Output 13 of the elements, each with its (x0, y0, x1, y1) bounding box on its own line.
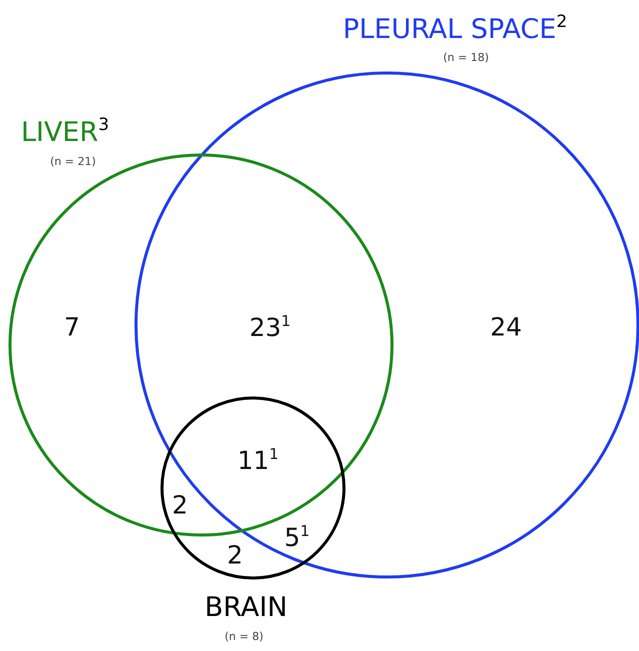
set-count: (n = 8) (224, 631, 264, 642)
region-count: 24 (490, 314, 522, 340)
set-count: (n = 18) (443, 52, 489, 63)
region-count: 2 (172, 492, 188, 518)
region-count: 2 (227, 542, 243, 568)
region-count: 23$^{1}$ (249, 314, 291, 340)
set-count: (n = 21) (50, 156, 96, 167)
set-title: PLEURAL SPACE$^{2}$ (342, 14, 568, 43)
set-title: LIVER$^{3}$ (20, 117, 110, 146)
region-count: 5$^{1}$ (284, 524, 310, 550)
region-count: 7 (64, 314, 80, 340)
region-count: 11$^{1}$ (237, 447, 279, 473)
set-title: BRAIN (204, 594, 288, 621)
